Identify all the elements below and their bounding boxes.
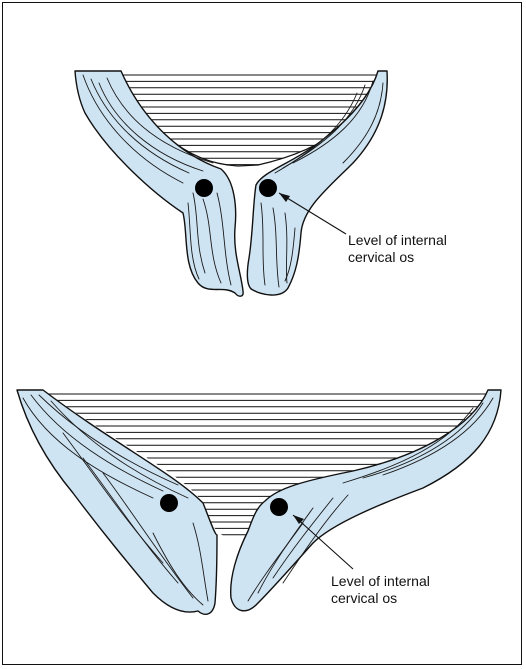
bottom-annotation-line2: cervical os [331, 590, 430, 607]
bottom-annotation-line1: Level of internal [331, 573, 430, 590]
bottom-left-os-marker [160, 494, 178, 512]
top-annotation-line2: cervical os [348, 249, 447, 266]
bottom-panel [17, 388, 503, 614]
top-left-os-marker [195, 179, 213, 197]
cervix-diagram [3, 3, 522, 665]
bottom-annotation: Level of internal cervical os [331, 573, 430, 607]
bottom-right-os-marker [270, 498, 288, 516]
top-panel [75, 71, 393, 296]
illustration-frame: Level of internal cervical os Level of i… [2, 2, 522, 665]
top-annotation-line1: Level of internal [348, 232, 447, 249]
top-right-os-marker [259, 179, 277, 197]
top-annotation: Level of internal cervical os [348, 232, 447, 266]
